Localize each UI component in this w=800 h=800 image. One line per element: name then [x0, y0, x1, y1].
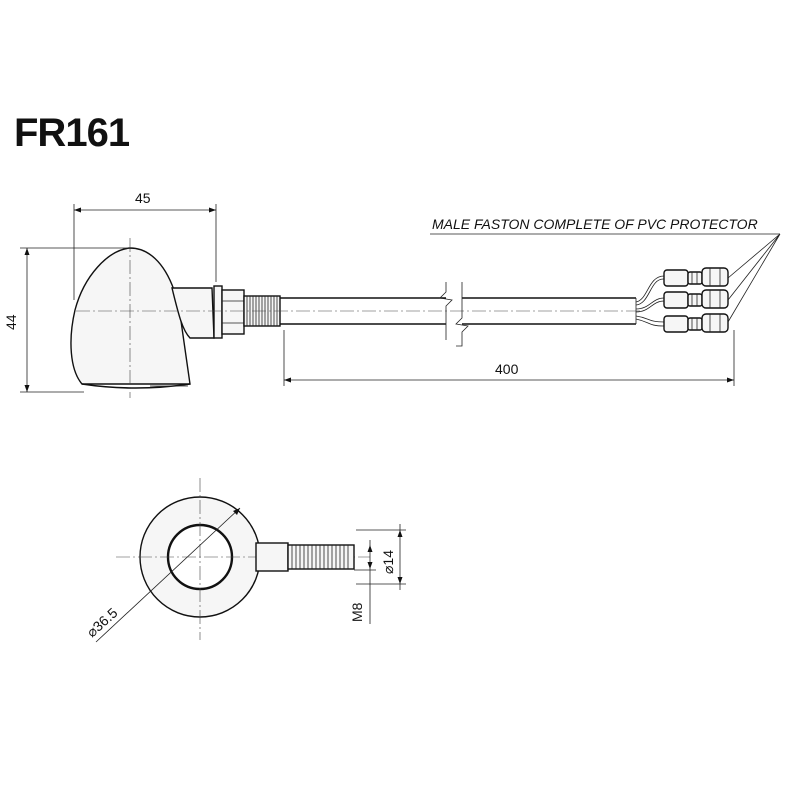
- note-leader-lines: [727, 233, 781, 323]
- stud-base: [255, 542, 289, 572]
- dimension-height: 44: [3, 247, 128, 393]
- side-view: MALE FASTON COMPLETE OF PVC PROTECTOR 45…: [3, 190, 781, 398]
- cable-break-mark: [439, 282, 469, 347]
- washer: [213, 285, 223, 339]
- thread-diameter-label: ⌀14: [380, 550, 396, 574]
- product-code-title: FR161: [14, 111, 130, 155]
- dimension-cable-length: 400: [283, 330, 735, 386]
- dimension-thread-diameter: ⌀14: [356, 524, 406, 590]
- thread-size-label: M8: [349, 602, 365, 622]
- height-label: 44: [3, 314, 19, 330]
- dimension-thread-size: M8: [349, 540, 376, 624]
- faston-connector-2: [663, 289, 729, 309]
- cable-length-label: 400: [495, 361, 519, 377]
- faston-connector-1: [663, 267, 729, 287]
- faston-note: MALE FASTON COMPLETE OF PVC PROTECTOR: [432, 216, 758, 232]
- faston-connector-3: [663, 313, 729, 333]
- wires: [635, 275, 665, 327]
- top-view: ⌀36.5 ⌀14 M8: [83, 478, 406, 643]
- lens-rim: [81, 383, 191, 389]
- width-label: 45: [135, 190, 151, 206]
- body-diameter-label: ⌀36.5: [83, 604, 120, 640]
- top-thread-lines: [291, 545, 349, 569]
- top-threaded-stud: [287, 544, 355, 570]
- lamp-body: [70, 247, 191, 385]
- lamp-neck: [171, 287, 215, 339]
- dimension-width: 45: [73, 190, 217, 300]
- hex-nut: [221, 289, 245, 335]
- cable: [280, 297, 636, 325]
